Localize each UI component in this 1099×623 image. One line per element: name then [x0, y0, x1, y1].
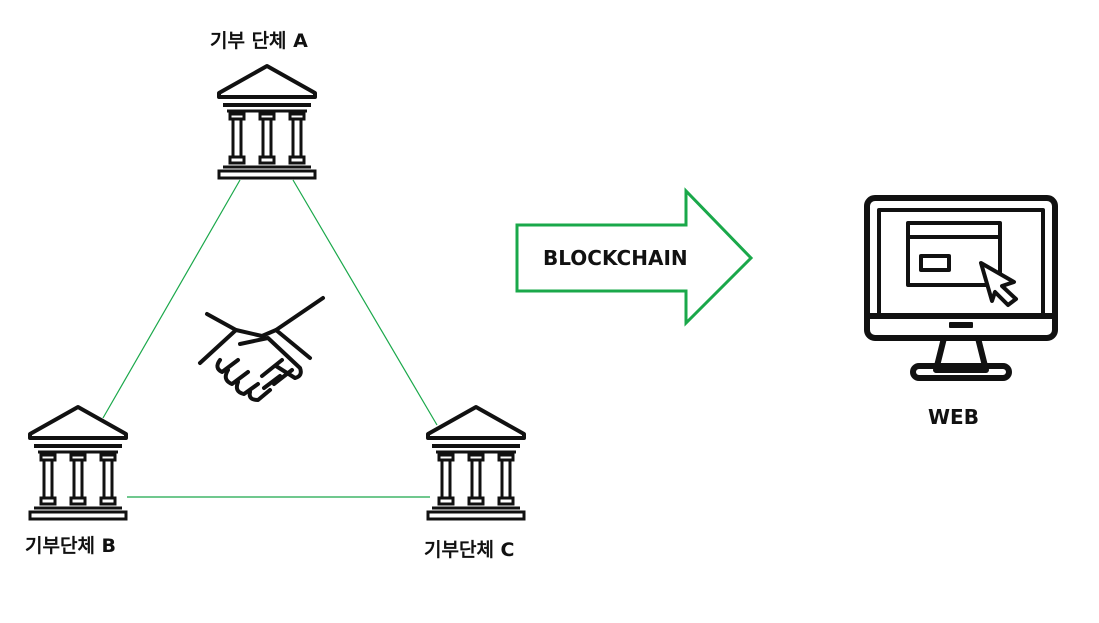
handshake-icon: [198, 296, 325, 402]
bank-icon-b: [28, 405, 128, 521]
node-label-b: 기부단체 B: [25, 535, 117, 557]
edge-a-c: [292, 179, 438, 426]
blockchain-arrow: [515, 187, 754, 327]
web-label: WEB: [928, 405, 979, 429]
node-label-a: 기부 단체 A: [210, 30, 308, 52]
bank-icon-c: [426, 405, 526, 521]
monitor-icon: [864, 195, 1058, 381]
bank-icon-a: [217, 64, 317, 180]
node-label-c: 기부단체 C: [424, 539, 515, 561]
cursor-icon: [979, 261, 1018, 307]
edge-a-b: [102, 179, 241, 419]
arrow-label: BLOCKCHAIN: [543, 246, 688, 270]
